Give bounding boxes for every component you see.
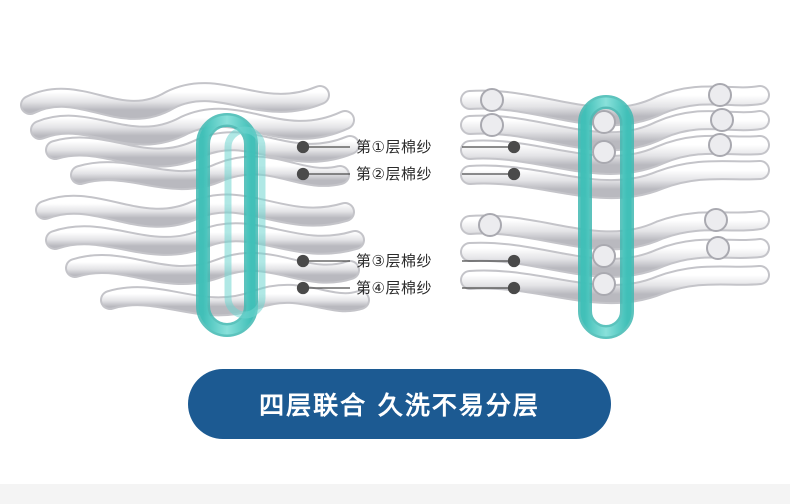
layer-2-label: 第②层棉纱 (356, 165, 432, 183)
right-yarn-figure-icon (460, 83, 770, 339)
layer-4-label: 第④层棉纱 (356, 279, 432, 297)
dot-icon (507, 140, 521, 154)
dot-icon (296, 167, 310, 181)
layer-1-label: 第①层棉纱 (356, 138, 432, 156)
banner-text: 四层联合 久洗不易分层 (259, 391, 540, 420)
dot-icon (507, 254, 521, 268)
dot-icon (507, 167, 521, 181)
dot-icon (296, 281, 310, 295)
leader-lines (296, 140, 521, 295)
bottom-band (0, 484, 790, 504)
feature-banner: 四层联合 久洗不易分层 (188, 369, 611, 439)
dot-icon (296, 140, 310, 154)
dot-icon (296, 254, 310, 268)
dot-icon (507, 281, 521, 295)
left-yarn-figure-icon (20, 82, 370, 337)
layer-3-label: 第③层棉纱 (356, 252, 432, 270)
